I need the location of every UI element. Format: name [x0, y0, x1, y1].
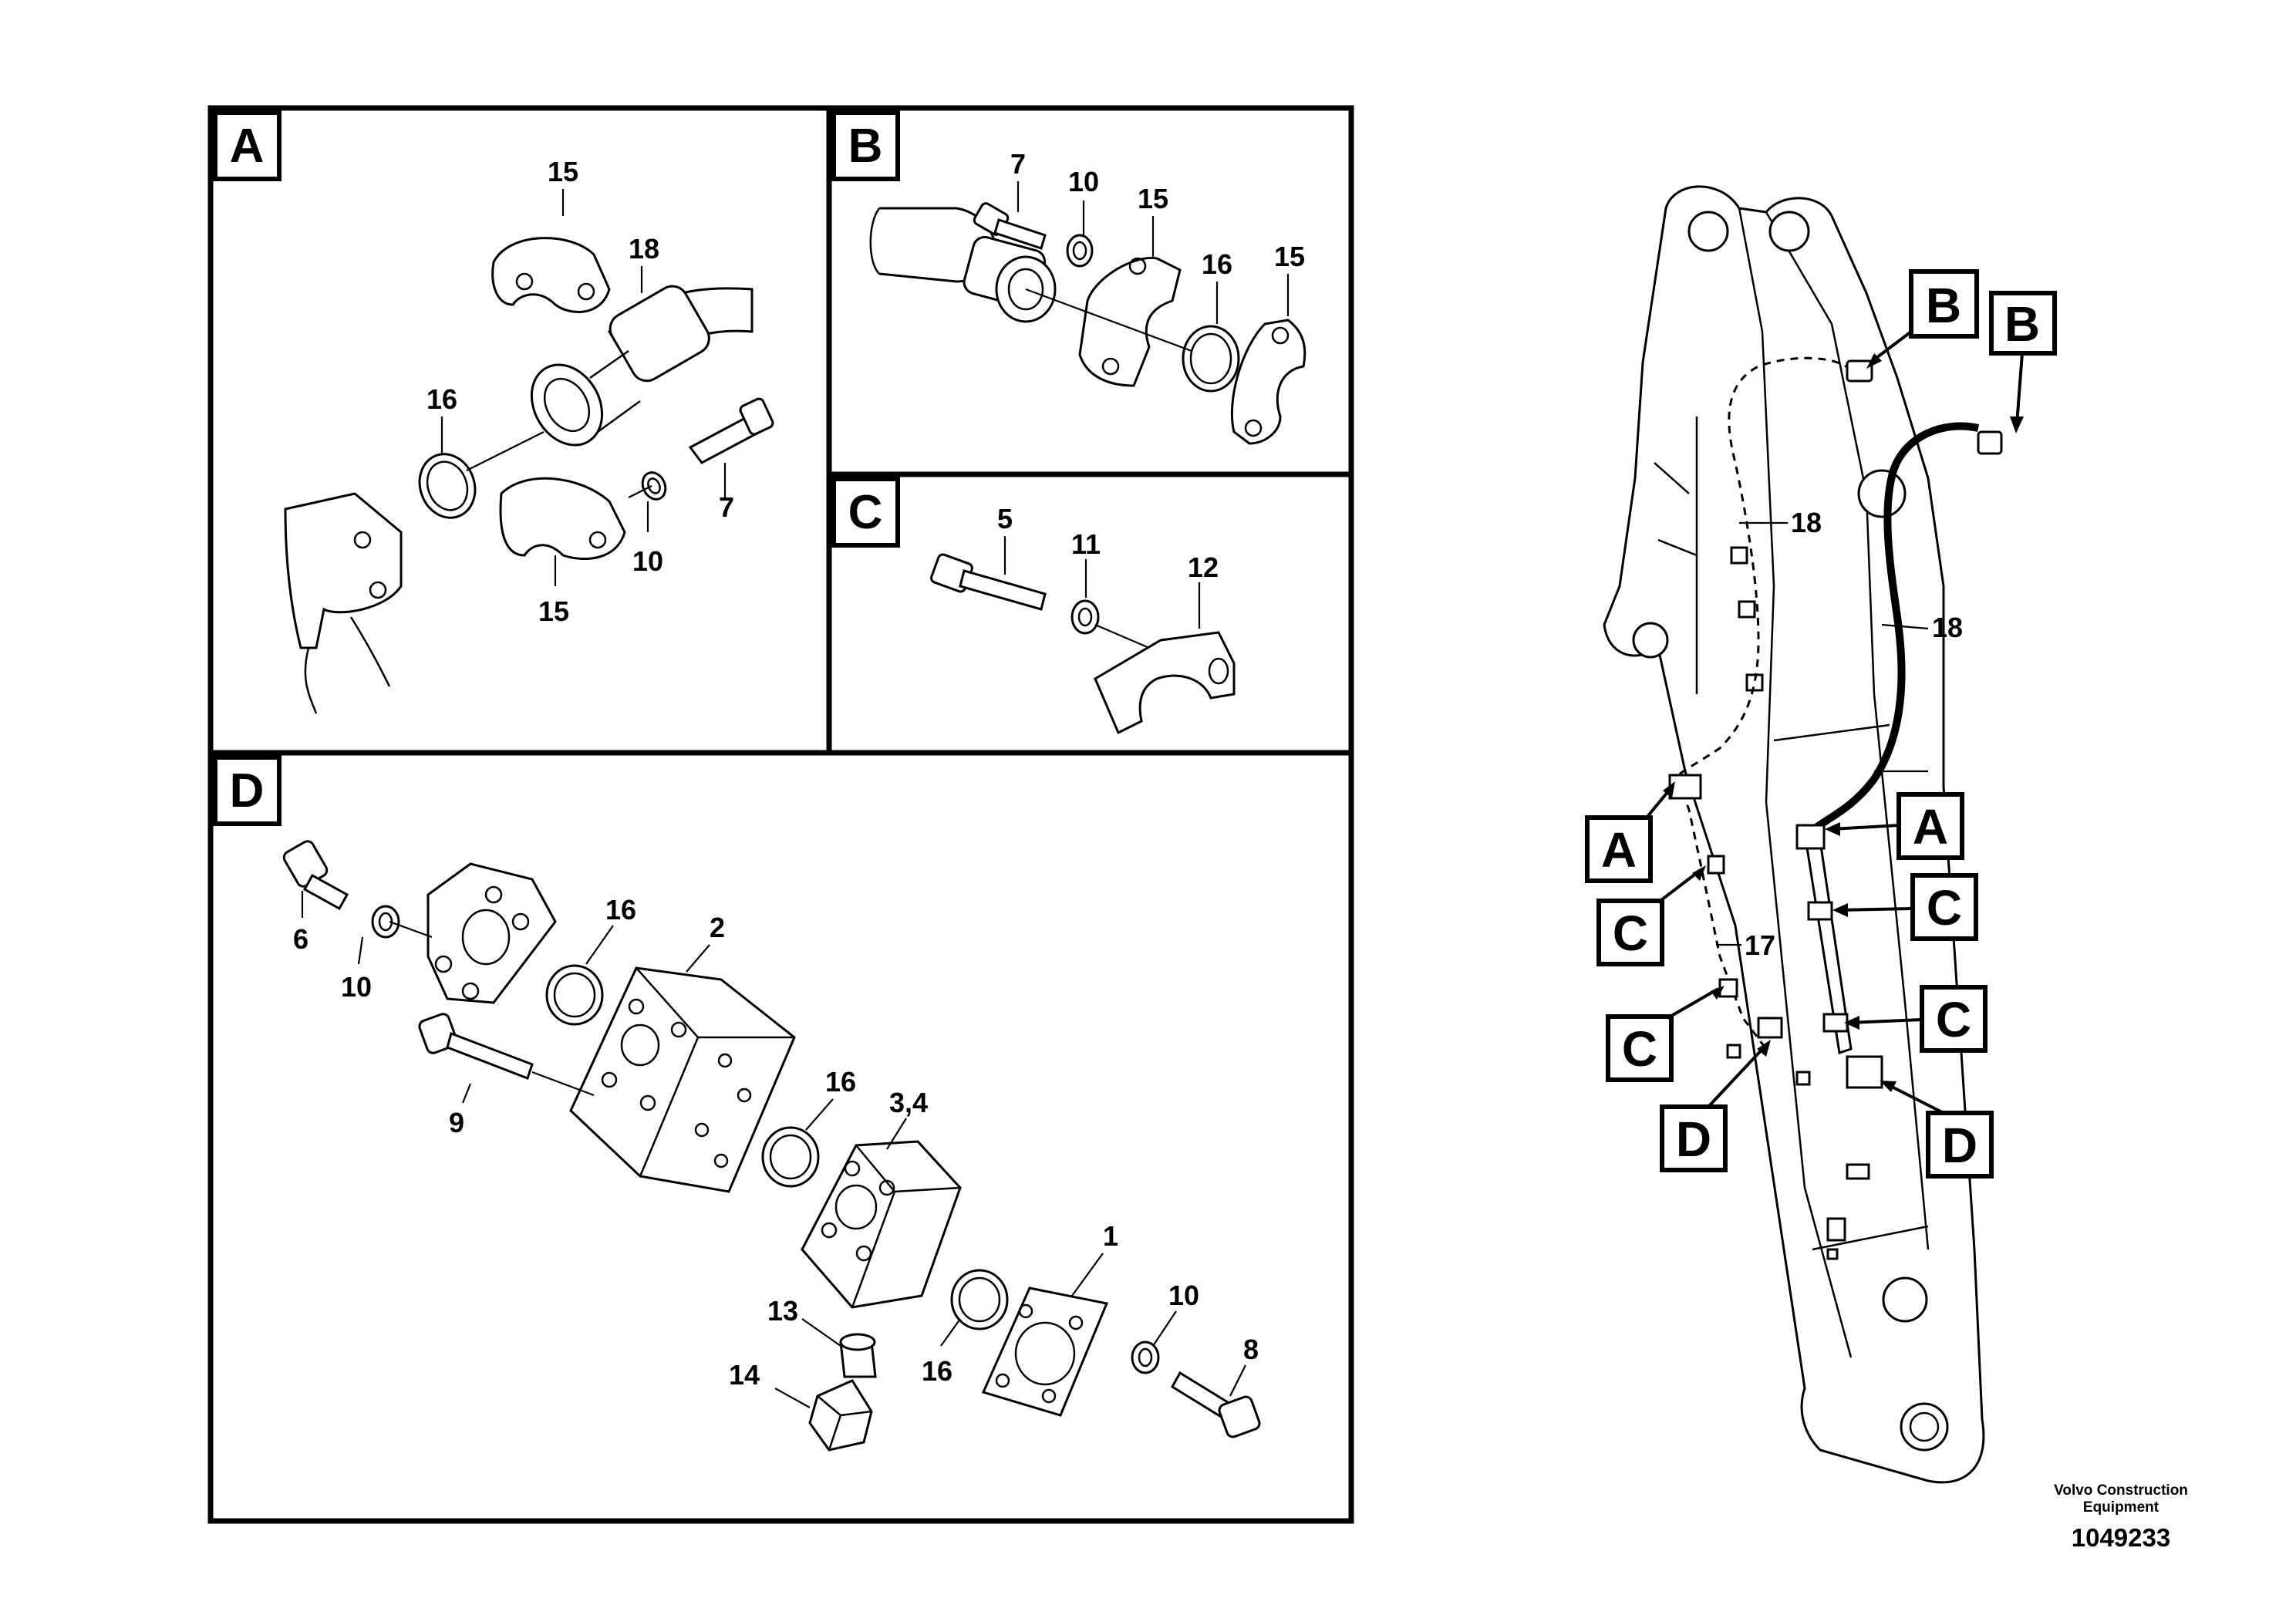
ref-c-left-lower-letter: C [1622, 1021, 1657, 1077]
callout-d-6: 6 [293, 923, 308, 955]
ref-d-right: D [1880, 1081, 1994, 1179]
panel-c-letter: C [848, 486, 883, 539]
callout-a-10: 10 [632, 545, 663, 577]
callout-d-1: 1 [1103, 1220, 1118, 1252]
callout-b-15-right: 15 [1274, 241, 1305, 272]
callout-b-10: 10 [1068, 166, 1099, 197]
callout-c-11: 11 [1071, 528, 1101, 560]
ref-c-left-upper: C [1596, 865, 1706, 966]
callout-d-10-bottom: 10 [1168, 1280, 1199, 1311]
drawing-number: 1049233 [2071, 1523, 2171, 1552]
ref-c-right-lower: C [1844, 985, 1988, 1053]
ref-c-right-upper: C [1832, 873, 1978, 941]
arm-overview [1603, 185, 2003, 1484]
callout-a-18: 18 [629, 233, 659, 265]
ref-c-left-upper-letter: C [1613, 905, 1648, 961]
panel-d-letter: D [230, 764, 265, 818]
panel-c-drawing: 5 11 12 [930, 503, 1236, 735]
callout-a-7: 7 [719, 491, 734, 523]
ref-c-right-upper-letter: C [1927, 880, 1962, 936]
ref-b-right-letter: B [2004, 296, 2040, 352]
panel-a-letter-box: A [213, 110, 282, 181]
callout-d-9: 9 [449, 1107, 464, 1138]
footer-company-line2: Equipment [2082, 1499, 2159, 1516]
callout-a-16: 16 [426, 383, 457, 415]
callout-c-5: 5 [997, 503, 1013, 534]
ref-c-left-lower: C [1606, 986, 1725, 1082]
ref-a-right-letter: A [1913, 799, 1948, 855]
panel-b-letter: B [848, 120, 883, 173]
callout-a-15-top: 15 [548, 156, 578, 187]
panel-d-drawing: 6 10 16 2 9 16 3,4 1 13 10 8 14 16 [282, 840, 1261, 1452]
ref-b-left: B [1866, 269, 1979, 369]
ref-a-left: A [1585, 781, 1675, 883]
panel-c-letter-box: C [831, 477, 900, 548]
callout-d-16-bottom: 16 [922, 1355, 952, 1387]
callout-overview-17: 17 [1745, 929, 1775, 961]
panel-a-drawing: 15 18 16 7 10 15 [284, 156, 774, 714]
callout-d-16-top: 16 [605, 894, 636, 926]
footer-company-line1: Volvo Construction [2054, 1482, 2188, 1499]
ref-d-left: D [1660, 1040, 1771, 1172]
callout-c-12: 12 [1188, 551, 1219, 583]
ref-a-left-letter: A [1601, 822, 1637, 878]
callout-d-10-top: 10 [341, 971, 372, 1003]
callout-d-3-4: 3,4 [889, 1087, 928, 1118]
footer-company: Volvo Construction Equipment [2005, 1482, 2237, 1516]
ref-d-right-letter: D [1942, 1118, 1977, 1173]
callout-overview-18-dashed: 18 [1791, 507, 1822, 538]
callout-b-15-left: 15 [1138, 183, 1168, 214]
callout-b-16: 16 [1202, 248, 1232, 280]
callout-d-8: 8 [1243, 1334, 1259, 1365]
panel-a-letter: A [230, 120, 265, 173]
ref-b-left-letter: B [1926, 278, 1961, 333]
callout-a-15-bottom: 15 [538, 595, 569, 627]
ref-d-left-letter: D [1676, 1111, 1711, 1167]
callout-d-13: 13 [767, 1295, 798, 1327]
panel-b-letter-box: B [831, 110, 900, 181]
callout-d-14: 14 [729, 1359, 760, 1391]
ref-b-right: B [1989, 291, 2057, 433]
panel-b-drawing: 7 10 15 16 15 [869, 148, 1306, 445]
callout-d-2: 2 [710, 912, 725, 943]
panel-d-letter-box: D [213, 755, 282, 826]
panel-frames [207, 105, 1354, 1524]
ref-c-right-lower-letter: C [1936, 992, 1971, 1047]
ref-a-right: A [1825, 792, 1964, 860]
callout-b-7: 7 [1010, 148, 1026, 180]
callout-d-16-mid: 16 [825, 1066, 856, 1098]
callout-overview-18-solid: 18 [1932, 612, 1963, 643]
